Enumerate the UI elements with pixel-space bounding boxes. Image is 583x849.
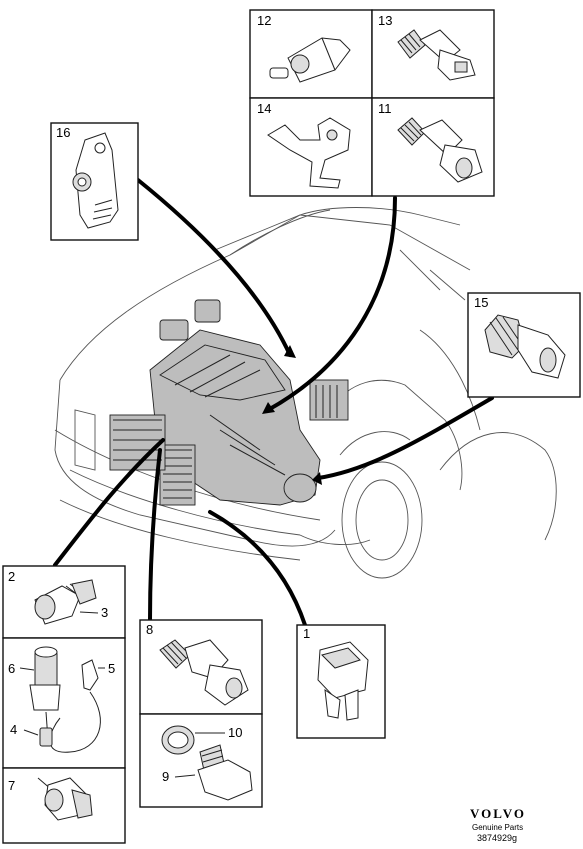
sensor-7-icon — [37, 777, 93, 821]
sensor-2-icon — [34, 579, 97, 625]
part-box-11: 11 — [371, 97, 495, 197]
part-label-9: 9 — [162, 769, 169, 784]
part-label-16: 16 — [56, 125, 70, 140]
part-label-3: 3 — [101, 605, 108, 620]
part-label-1: 1 — [303, 626, 310, 641]
bracket-14-icon — [267, 117, 351, 189]
sensor-13-icon — [397, 29, 476, 81]
drawing-code: 3874929g — [477, 833, 517, 843]
engine-assembly — [109, 299, 349, 506]
part-label-5: 5 — [108, 661, 115, 676]
washer-10-icon — [161, 725, 195, 755]
part-label-10: 10 — [228, 725, 242, 740]
part-box-6: 6 5 4 — [2, 637, 126, 769]
part-label-7: 7 — [8, 778, 15, 793]
sensor-8-icon — [159, 639, 249, 706]
brand-subtitle: Genuine Parts — [472, 823, 523, 832]
part-box-16: 16 — [50, 122, 139, 241]
plug-9-icon — [197, 744, 253, 801]
part-box-12: 12 — [249, 9, 373, 99]
sensor-12-icon — [269, 37, 351, 83]
part-label-11: 11 — [378, 101, 392, 116]
callout-leaders — [53, 178, 494, 627]
part-box-2: 2 3 — [2, 565, 126, 639]
part-box-15: 15 — [467, 292, 581, 398]
sensor-6-icon — [19, 646, 61, 711]
part-box-8: 8 — [139, 619, 263, 715]
part-label-2: 2 — [8, 569, 15, 584]
sensor-15-icon — [484, 314, 566, 379]
brand-block: VOLVO Genuine Parts 3874929g — [470, 806, 526, 843]
part-label-15: 15 — [474, 295, 488, 310]
part-box-13: 13 — [371, 9, 495, 99]
part-box-10: 10 9 — [139, 713, 263, 808]
part-label-12: 12 — [257, 13, 271, 28]
sensor-11-icon — [397, 117, 483, 183]
sensor-5-icon — [81, 659, 105, 691]
brand-logo: VOLVO — [470, 806, 526, 821]
part-label-4: 4 — [10, 722, 17, 737]
part-box-7: 7 — [2, 767, 126, 844]
part-label-8: 8 — [146, 622, 153, 637]
relay-1-icon — [317, 641, 369, 721]
part-label-6: 6 — [8, 661, 15, 676]
sensor-16-icon — [72, 132, 119, 229]
part-label-13: 13 — [378, 13, 392, 28]
wire-4-icon — [23, 691, 101, 753]
part-box-1: 1 — [296, 624, 386, 739]
part-box-14: 14 — [249, 97, 373, 197]
part-label-14: 14 — [257, 101, 271, 116]
